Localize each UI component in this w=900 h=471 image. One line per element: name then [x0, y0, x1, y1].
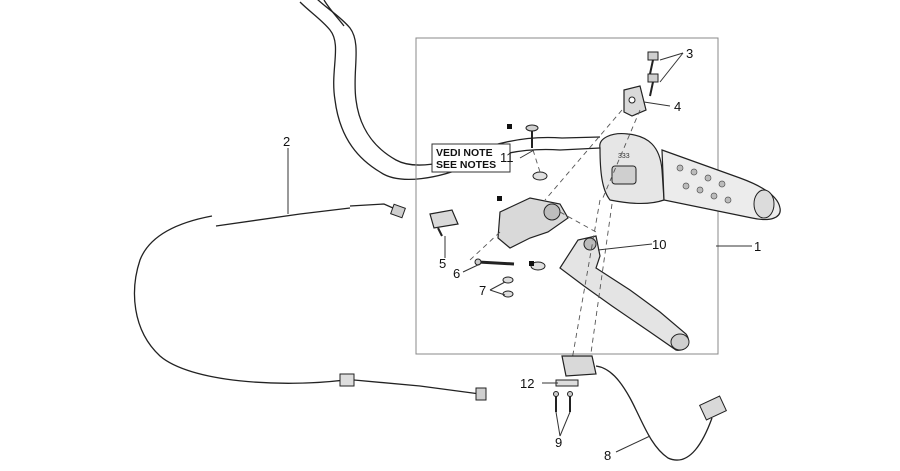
callout-10: 10 — [652, 237, 666, 252]
callout-12: 12 — [520, 376, 534, 391]
callout-11: 11 — [500, 150, 514, 165]
wiring-harness-8 — [595, 365, 728, 461]
washers-7 — [502, 276, 514, 298]
note-marker — [529, 261, 534, 266]
note-line-1: VEDI NOTE — [436, 147, 493, 159]
callout-8: 8 — [604, 448, 611, 463]
clutch-cable-2 — [133, 203, 487, 401]
pin-6 — [474, 258, 515, 266]
callout-6: 6 — [453, 266, 460, 281]
callout-1: 1 — [754, 239, 761, 254]
callout-4: 4 — [674, 99, 681, 114]
callout-9: 9 — [555, 435, 562, 450]
bolt-11 — [525, 124, 548, 181]
callout-7: 7 — [479, 283, 486, 298]
screws-9 — [553, 391, 573, 412]
grip-marking: 333 — [618, 153, 630, 160]
clutch-switch-12 — [555, 355, 597, 387]
cable-adjuster-5 — [429, 209, 459, 237]
see-notes-box: VEDI NOTE SEE NOTES — [431, 143, 511, 173]
screws-3 — [647, 51, 659, 97]
clamp-bracket-4 — [623, 85, 647, 117]
callout-5: 5 — [439, 256, 446, 271]
callout-2: 2 — [283, 134, 290, 149]
callout-3: 3 — [686, 46, 693, 61]
lever-bracket — [497, 197, 569, 249]
clutch-lever-10 — [559, 235, 690, 351]
note-marker — [507, 124, 512, 129]
note-marker — [497, 196, 502, 201]
grip — [661, 149, 781, 221]
switch-housing: 333 — [599, 133, 665, 204]
note-line-2: SEE NOTES — [436, 159, 496, 171]
